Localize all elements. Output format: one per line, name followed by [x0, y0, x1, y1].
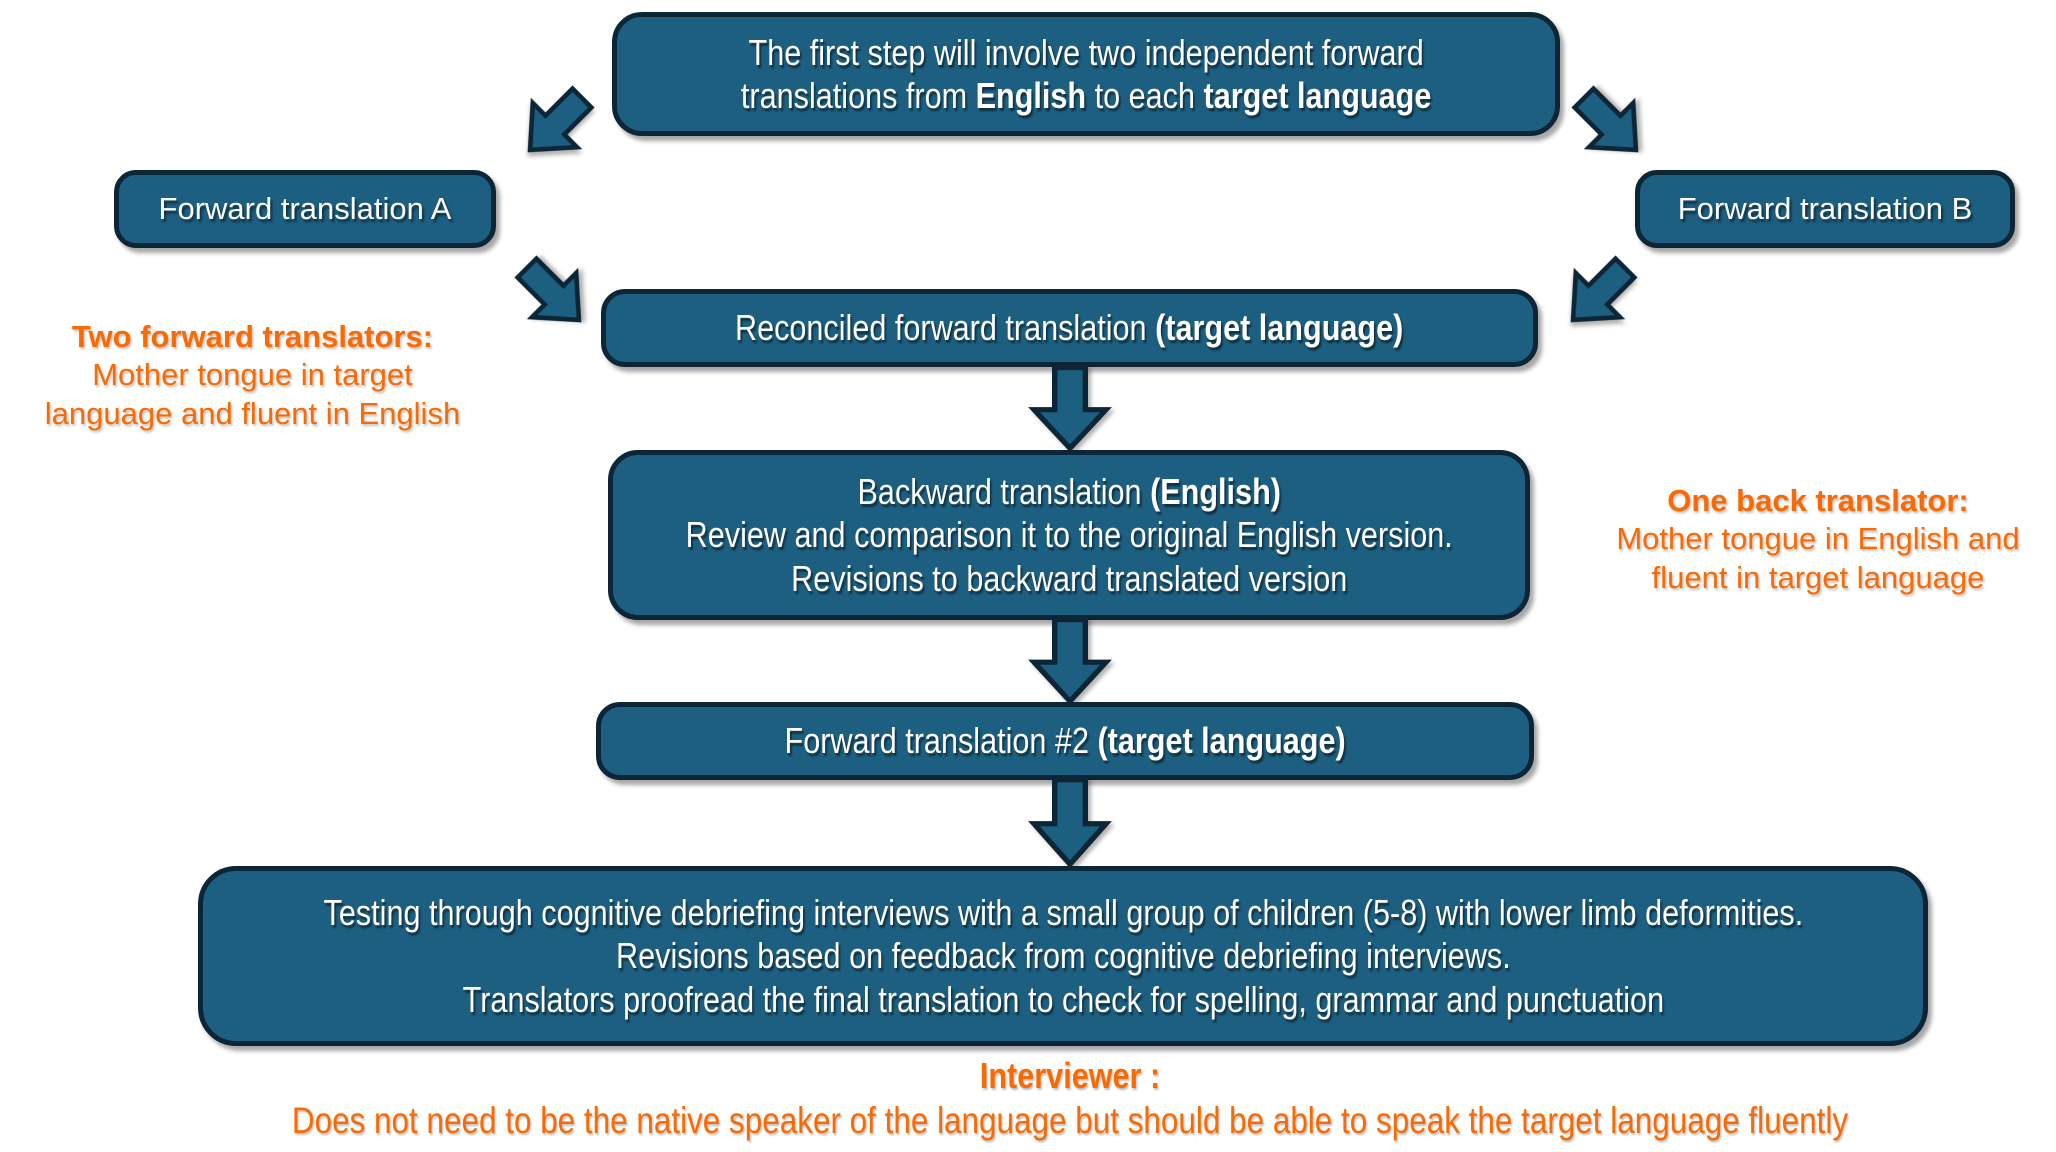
note-interviewer-title: Interviewer :	[979, 1055, 1161, 1096]
note-interviewer-body: Does not need to be the native speaker o…	[291, 1100, 1849, 1142]
arrow-down-left-icon	[527, 85, 595, 153]
arrow-down-icon	[1028, 777, 1112, 869]
flow-box-testing-text: Testing through cognitive debriefing int…	[323, 892, 1803, 1020]
flow-box-forward-2: Forward translation #2 (target language)	[596, 702, 1534, 780]
flow-box-reconciled: Reconciled forward translation (target l…	[601, 289, 1538, 367]
flow-box-forward-b-text: Forward translation B	[1677, 191, 1973, 227]
flow-box-forward-2-text: Forward translation #2 (target language)	[784, 720, 1346, 762]
flow-box-reconciled-text: Reconciled forward translation (target l…	[735, 307, 1404, 349]
arrow-down-left-icon	[1570, 255, 1638, 323]
flow-box-forward-a-text: Forward translation A	[158, 191, 452, 227]
flow-box-intro-text: The first step will involve two independ…	[740, 31, 1432, 116]
flow-box-backward: Backward translation (English)Review and…	[608, 450, 1530, 620]
arrow-down-right-icon	[1571, 85, 1639, 153]
arrow-down-icon	[1028, 365, 1112, 453]
arrow-down-right-icon	[514, 255, 582, 323]
note-back-translator: One back translator: Mother tongue in En…	[1580, 482, 2056, 597]
note-back-translator-title: One back translator:	[1667, 483, 1969, 518]
flow-box-forward-b: Forward translation B	[1635, 170, 2015, 248]
note-forward-translators-title: Two forward translators:	[71, 319, 434, 354]
note-forward-translators: Two forward translators: Mother tongue i…	[0, 318, 505, 433]
arrow-down-icon	[1028, 617, 1112, 706]
flow-box-forward-a: Forward translation A	[114, 170, 496, 248]
flow-box-backward-text: Backward translation (English)Review and…	[685, 471, 1453, 599]
flow-box-intro: The first step will involve two independ…	[612, 12, 1560, 136]
note-interviewer: Interviewer : Does not need to be the na…	[84, 1055, 2056, 1142]
flow-box-testing: Testing through cognitive debriefing int…	[198, 866, 1928, 1046]
